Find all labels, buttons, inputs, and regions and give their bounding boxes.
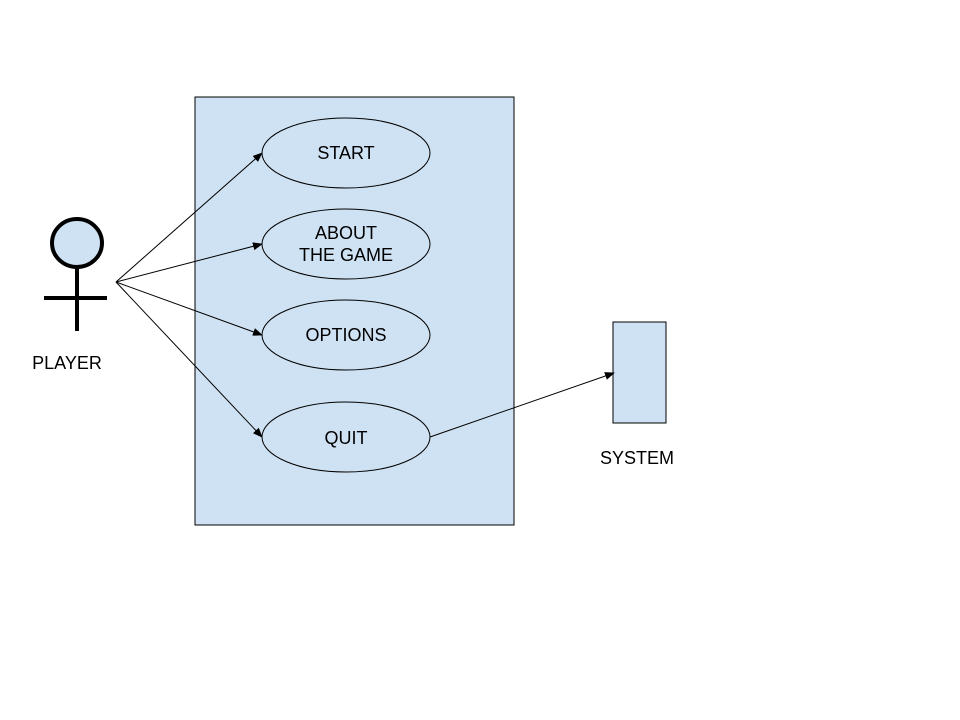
system-label: SYSTEM [600, 448, 674, 468]
actor-head [50, 217, 104, 269]
use-case-about-ellipse [261, 208, 431, 280]
use-case-about-label-line-2: THE GAME [299, 245, 393, 265]
association-player-about [115, 242, 263, 283]
use-case-options: OPTIONS [261, 299, 431, 371]
stick-figure-actor-icon [44, 217, 107, 331]
use-case-quit: QUIT [261, 401, 431, 473]
system-actor-box [612, 321, 667, 424]
actor-label: PLAYER [32, 353, 102, 373]
association-quit-system [429, 372, 615, 438]
association-player-options [115, 281, 263, 336]
use-case-about: ABOUT THE GAME [261, 208, 431, 280]
use-case-start: START [261, 117, 431, 189]
association-player-quit [115, 281, 263, 438]
use-case-start-label: START [317, 143, 374, 163]
use-case-options-label: OPTIONS [305, 325, 386, 345]
use-case-quit-label: QUIT [325, 428, 368, 448]
use-case-about-label-line-1: ABOUT [315, 223, 377, 243]
association-player-start [115, 152, 263, 283]
